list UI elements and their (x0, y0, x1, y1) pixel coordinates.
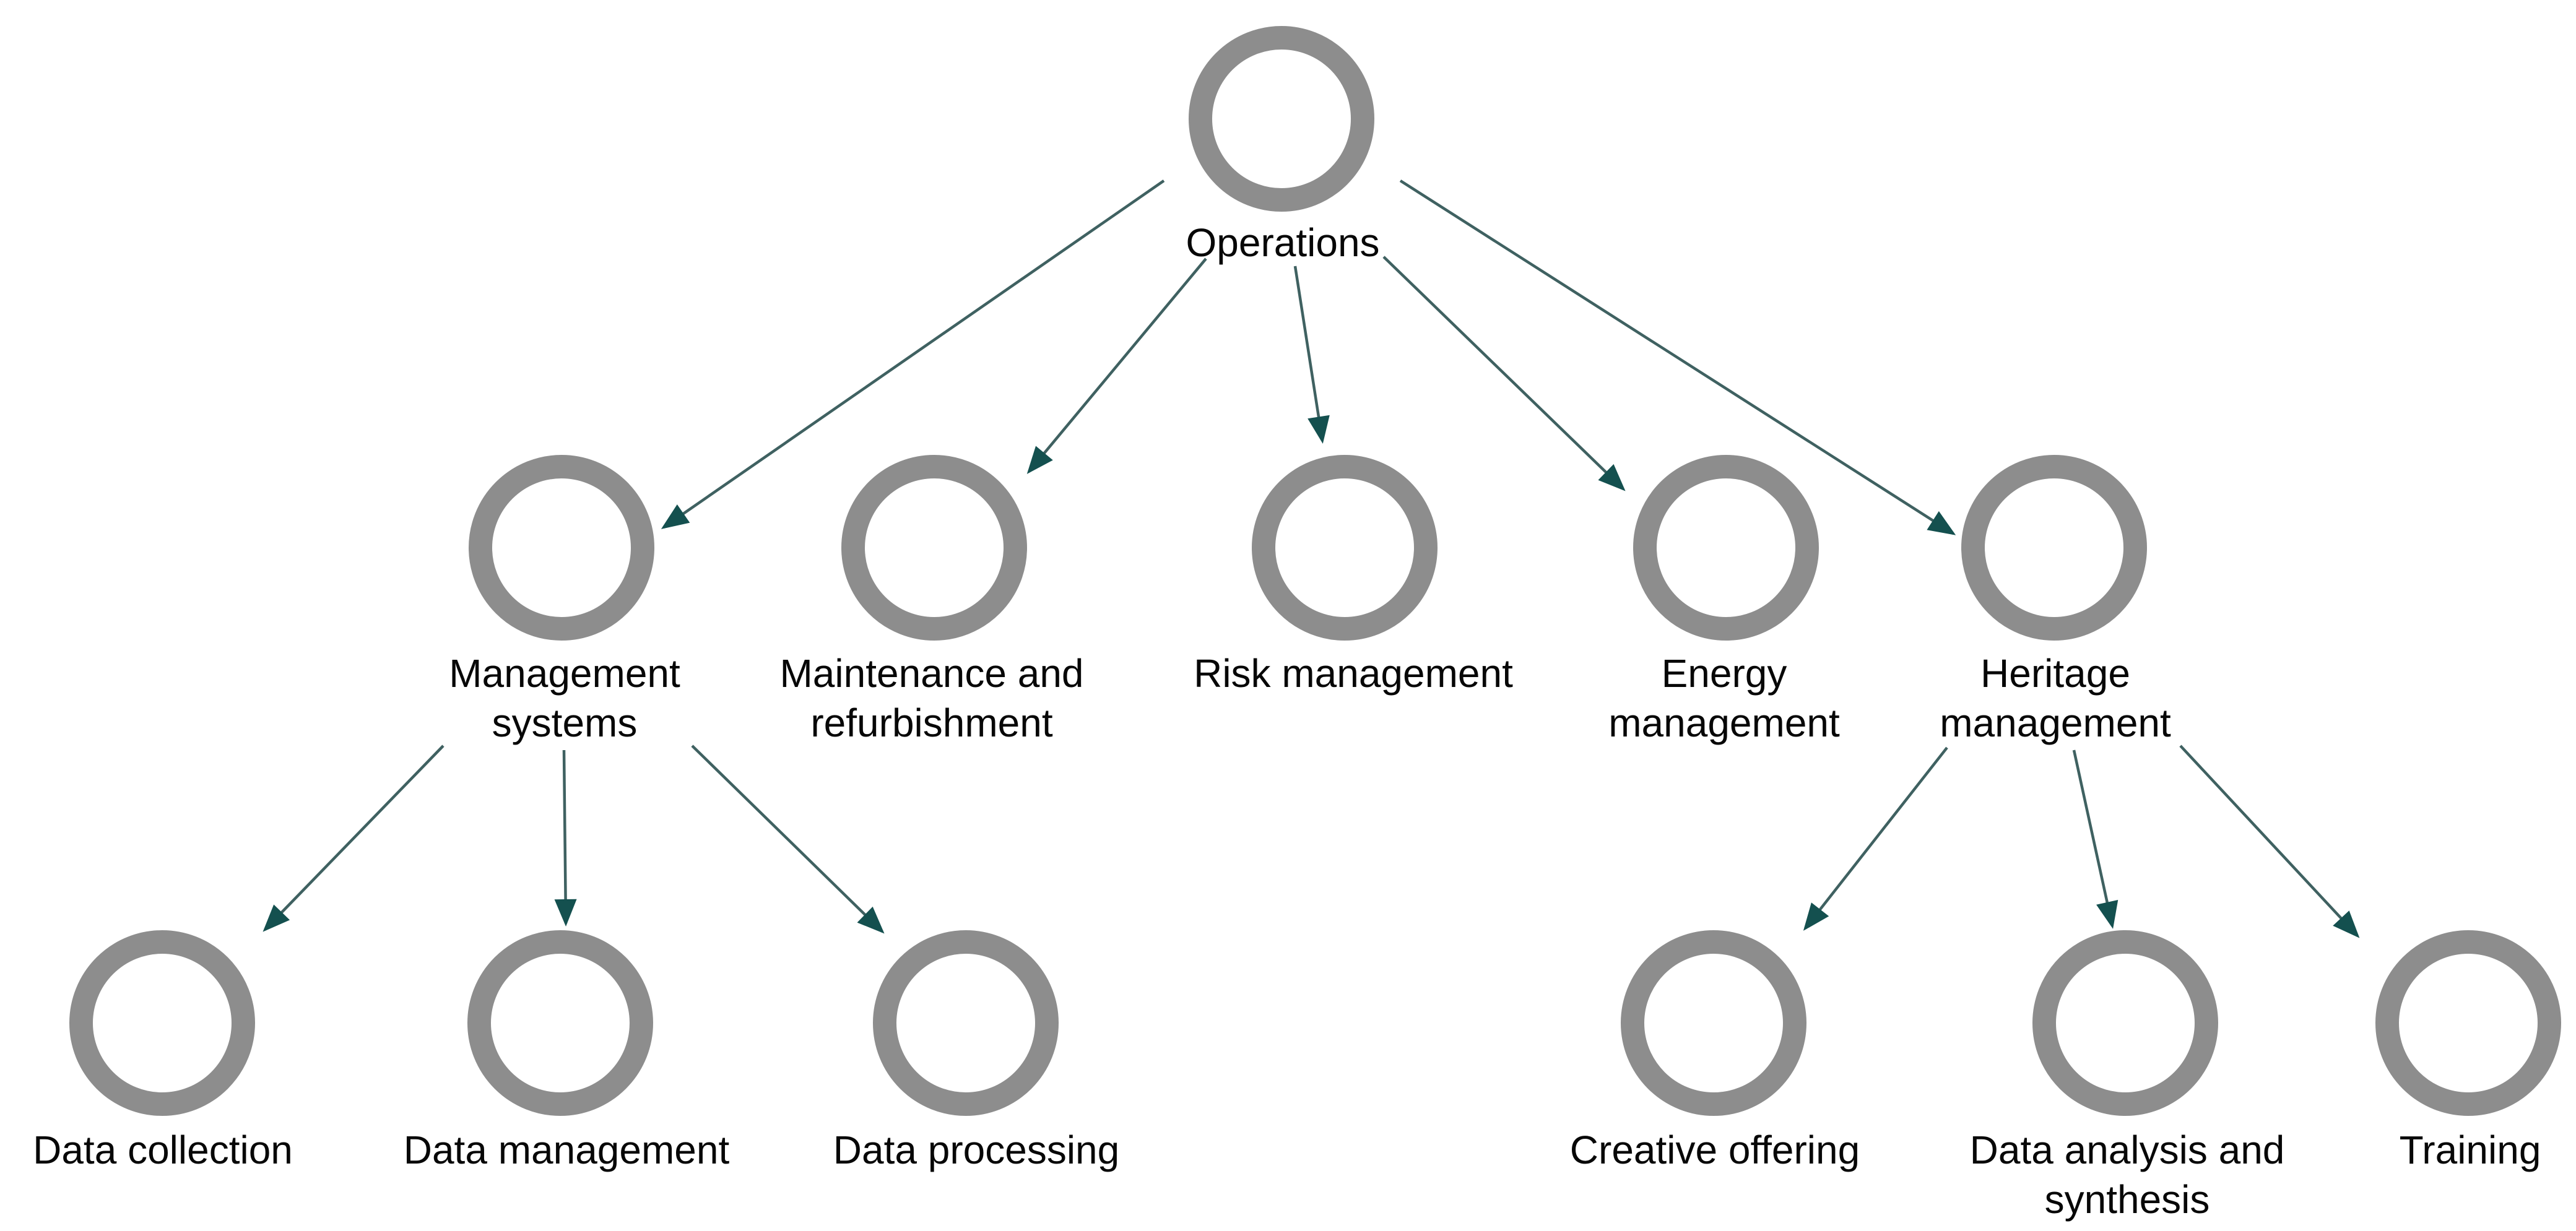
node-label-heritage: Heritage management (1940, 649, 2171, 748)
node-label-line: Data collection (33, 1128, 293, 1172)
node-circle-maintenance (841, 455, 1027, 641)
node-circle-management-systems (469, 455, 654, 641)
node-label-training: Training (2400, 1125, 2541, 1175)
node-label-maintenance: Maintenance and refurbishment (779, 649, 1083, 748)
node-circle-training (2375, 930, 2561, 1116)
edge-operations-to-management-systems (661, 179, 1165, 529)
edge-operations-to-energy (1382, 256, 1626, 491)
edge-management-systems-to-data-collection (262, 745, 445, 932)
node-label-line: Data management (403, 1128, 730, 1172)
node-circle-data-analysis (2032, 930, 2218, 1116)
node-label-line: Energy (1661, 651, 1787, 696)
node-label-data-management: Data management (404, 1125, 730, 1175)
node-label-management-systems: Management systems (449, 649, 680, 748)
edge-management-systems-to-data-management (554, 749, 577, 926)
node-label-energy: Energy management (1608, 649, 1840, 748)
node-label-line: systems (492, 701, 638, 745)
node-circle-data-management (467, 930, 653, 1116)
node-label-line: Heritage (1980, 651, 2130, 696)
node-label-line: Operations (1186, 220, 1380, 265)
node-label-line: synthesis (2044, 1177, 2210, 1222)
edge-operations-to-risk (1293, 266, 1330, 444)
node-circle-risk (1252, 455, 1438, 641)
node-label-data-processing: Data processing (833, 1125, 1119, 1175)
node-circle-data-processing (873, 930, 1059, 1116)
edge-operations-to-heritage (1399, 179, 1956, 535)
node-label-line: Creative offering (1569, 1128, 1860, 1172)
node-circle-heritage (1961, 455, 2147, 641)
nodes-group (69, 26, 2561, 1116)
edges-group (262, 179, 2360, 938)
node-circle-operations (1189, 26, 1374, 212)
node-label-operations: Operations (1186, 218, 1379, 267)
node-label-line: management (1940, 701, 2171, 745)
node-label-line: Training (2399, 1128, 2541, 1172)
edge-operations-to-maintenance (1026, 257, 1207, 474)
node-label-risk: Risk management (1194, 649, 1513, 698)
edge-heritage-to-creative-offering (1803, 746, 1948, 931)
node-circle-energy (1633, 455, 1819, 641)
node-label-line: Maintenance and (779, 651, 1084, 696)
edge-heritage-to-training (2179, 745, 2360, 938)
node-label-line: Data analysis and (1969, 1128, 2285, 1172)
node-label-data-collection: Data collection (33, 1125, 293, 1175)
node-circle-data-collection (69, 930, 255, 1116)
node-label-line: Data processing (833, 1128, 1120, 1172)
node-label-line: management (1608, 701, 1840, 745)
node-label-line: refurbishment (810, 701, 1053, 745)
edge-heritage-to-data-analysis (2072, 749, 2118, 929)
edge-management-systems-to-data-processing (691, 745, 885, 934)
node-label-line: Management (449, 651, 680, 696)
node-label-data-analysis: Data analysis and synthesis (1970, 1125, 2285, 1224)
node-label-creative-offering: Creative offering (1570, 1125, 1860, 1175)
node-label-line: Risk management (1194, 651, 1513, 696)
node-circle-creative-offering (1621, 930, 1806, 1116)
